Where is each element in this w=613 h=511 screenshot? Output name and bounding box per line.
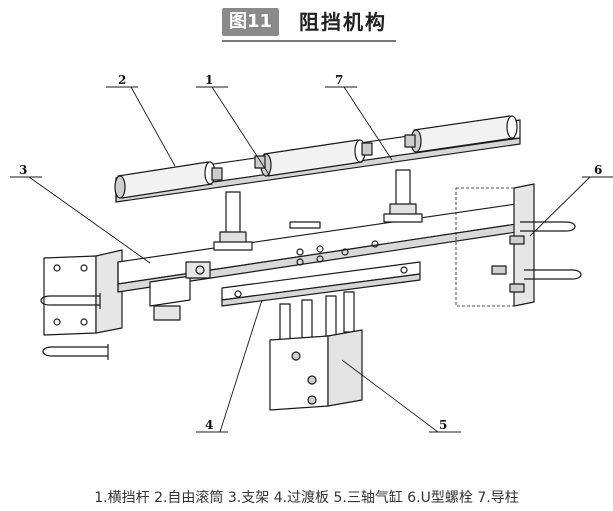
figure-number-badge: 图11 — [222, 8, 280, 36]
callout-1: 1 — [205, 73, 213, 87]
title-underline — [222, 40, 396, 42]
callout-2: 2 — [118, 73, 126, 87]
parts-legend-caption: 1.横挡杆 2.自由滚筒 3.支架 4.过渡板 5.三轴气缸 6.U型螺栓 7.… — [94, 490, 519, 506]
callout-4: 4 — [205, 418, 213, 432]
right-end-plate — [455, 183, 535, 307]
roller-right — [410, 115, 518, 153]
guide-post-right — [383, 169, 423, 223]
tri-axis-cylinder — [269, 291, 363, 411]
callout-7: 7 — [335, 73, 343, 87]
u-bolt-left — [40, 293, 109, 360]
mechanism-drawing: 2 1 7 3 6 4 5 — [10, 73, 613, 433]
leader-lines — [10, 86, 613, 433]
callout-6: 6 — [594, 163, 602, 177]
roller-brackets — [211, 134, 416, 181]
guide-post-left — [213, 191, 253, 251]
left-end-plate — [43, 249, 123, 336]
solenoid-valve — [149, 261, 211, 321]
transition-plate — [221, 261, 421, 307]
figure-title: 阻挡机构 — [299, 10, 387, 34]
callout-5: 5 — [439, 418, 447, 432]
callout-3: 3 — [19, 163, 27, 177]
u-bolt-right — [491, 221, 582, 293]
figure-title-block: 图11 阻挡机构 — [0, 6, 613, 42]
